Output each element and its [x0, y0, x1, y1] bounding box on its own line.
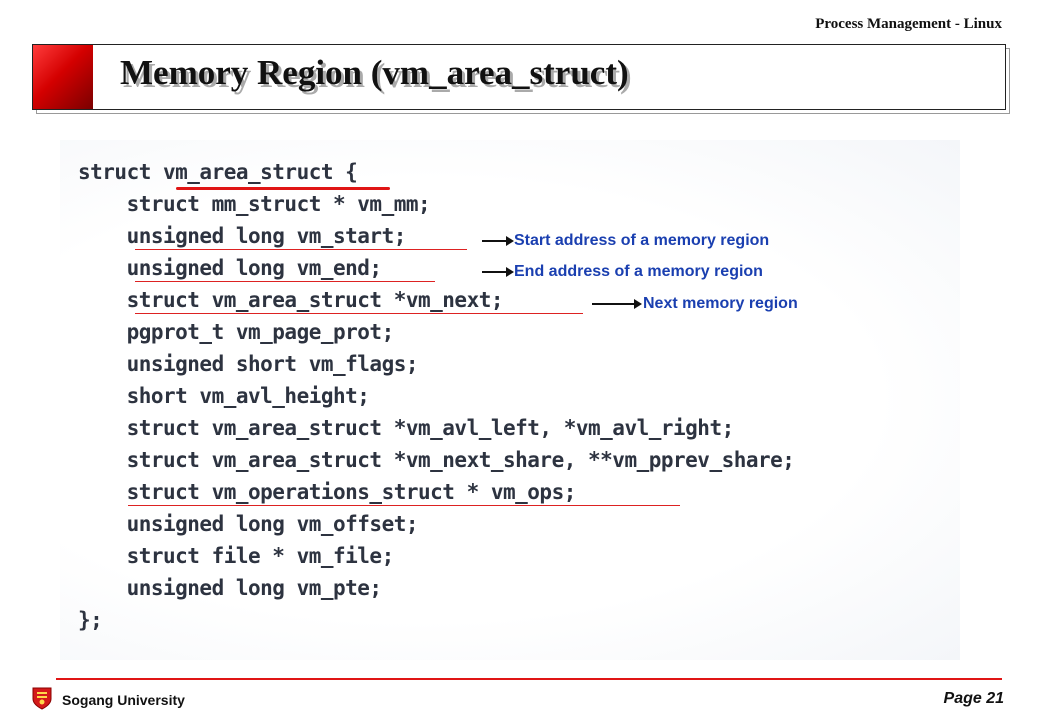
code-line: struct vm_area_struct {: [78, 160, 358, 184]
struct-name-underline: [176, 187, 390, 190]
vm-next-underline: [135, 313, 583, 314]
code-line: struct vm_area_struct *vm_next;: [78, 288, 504, 312]
university-crest-icon: [32, 687, 52, 710]
code-line: struct mm_struct * vm_mm;: [78, 192, 431, 216]
footer-university: Sogang University: [62, 692, 185, 708]
annotation-end: End address of a memory region: [514, 263, 763, 280]
code-line: unsigned long vm_start;: [78, 224, 407, 248]
footer-page-number: Page 21: [943, 690, 1004, 707]
code-line: struct file * vm_file;: [78, 544, 395, 568]
code-line: unsigned long vm_pte;: [78, 576, 383, 600]
vm-start-underline: [135, 249, 467, 250]
annotation-next: Next memory region: [643, 295, 798, 312]
header-course-title: Process Management - Linux: [815, 16, 1002, 32]
title-frame: [32, 44, 1006, 110]
code-line: struct vm_operations_struct * vm_ops;: [78, 480, 577, 504]
code-line: struct vm_area_struct *vm_avl_left, *vm_…: [78, 416, 735, 440]
code-line: short vm_avl_height;: [78, 384, 370, 408]
code-line: unsigned long vm_offset;: [78, 512, 419, 536]
code-line: unsigned short vm_flags;: [78, 352, 419, 376]
code-line: struct vm_area_struct *vm_next_share, **…: [78, 448, 795, 472]
annotation-start: Start address of a memory region: [514, 232, 770, 249]
footer-rule: [56, 678, 1002, 680]
code-line: pgprot_t vm_page_prot;: [78, 320, 395, 344]
slide-title: Memory Region (vm_area_struct): [120, 53, 629, 92]
vm-end-underline: [135, 281, 435, 282]
code-line: };: [78, 608, 103, 632]
code-line: unsigned long vm_end;: [78, 256, 383, 280]
vm-ops-underline: [128, 505, 680, 506]
code-image-area: [60, 140, 960, 660]
title-accent-block: [33, 45, 93, 109]
next-arrow: [592, 299, 642, 309]
end-arrow: [482, 267, 514, 277]
start-arrow: [482, 236, 514, 246]
